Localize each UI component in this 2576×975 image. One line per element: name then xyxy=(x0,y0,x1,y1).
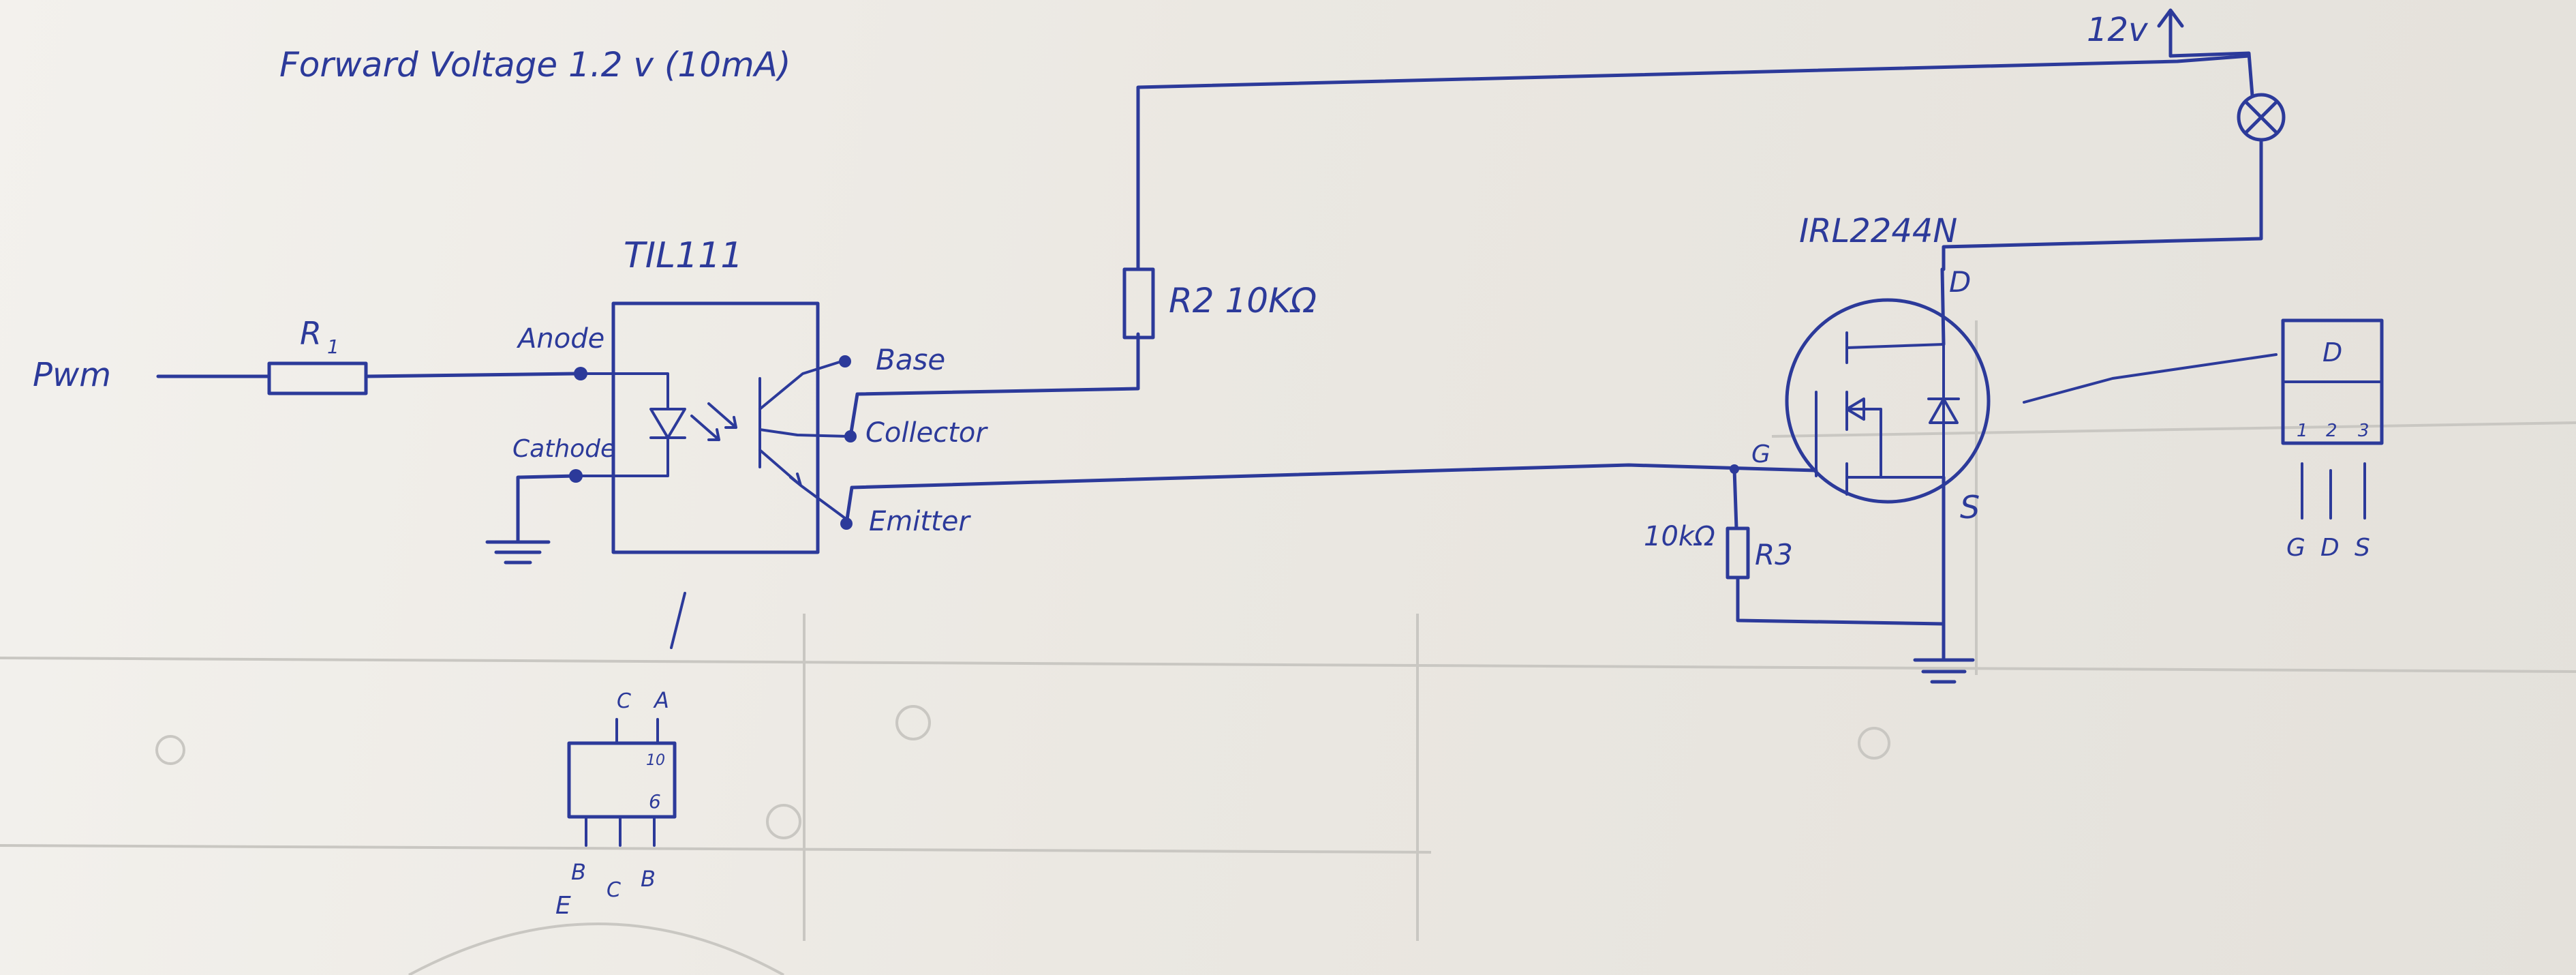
show-through-background xyxy=(0,320,2576,975)
mosfet-part-label: IRL2244N xyxy=(1799,212,1957,250)
to220-pin1: 1 xyxy=(2297,421,2308,441)
ground-symbol-right xyxy=(1913,658,1975,684)
r1-to-anode-wire xyxy=(364,372,578,378)
emitter-to-gate-wire xyxy=(844,463,1818,526)
mosfet-body xyxy=(1785,298,1991,504)
collector-label: Collector xyxy=(865,417,988,449)
source-label: S xyxy=(1960,489,1980,526)
to220-pinout-sketch: D 1 2 3 G D S xyxy=(2281,318,2384,562)
cathode-ground-wire xyxy=(516,474,578,544)
opto-pinout-sketch: C A 10 6 B C B E xyxy=(555,687,677,920)
r2-label: R2 10KΩ xyxy=(1169,281,1317,320)
pinout-package xyxy=(567,741,677,819)
led-cathode-lead xyxy=(574,436,669,477)
pinout-top-a: A xyxy=(653,687,669,713)
r1-subscript: 1 xyxy=(327,335,339,358)
resistor-r3 xyxy=(1726,526,1750,580)
pinout-bottom-b2: B xyxy=(641,866,656,892)
emitter-label: Emitter xyxy=(869,506,971,537)
resistor-r2 xyxy=(1122,267,1155,340)
collector-to-r2-wire xyxy=(848,332,1140,438)
emitter-lead xyxy=(758,449,846,520)
gate-label: G xyxy=(1751,440,1770,468)
base-lead xyxy=(758,360,843,410)
led-symbol xyxy=(649,408,686,439)
base-label: Base xyxy=(876,343,945,376)
supply-wire-top xyxy=(1136,54,2251,271)
mosfet-pinout-leader xyxy=(2023,353,2278,404)
light-arrow-2 xyxy=(707,402,737,429)
drain-label: D xyxy=(1949,265,1971,299)
opto-part-label: TIL111 xyxy=(624,235,743,276)
cathode-label: Cathode xyxy=(512,435,615,463)
drain-lead-top xyxy=(1940,267,1946,346)
pwm-input-label: Pwm xyxy=(33,356,111,394)
led-anode-lead xyxy=(579,372,669,410)
to220-d-label: D xyxy=(2320,534,2340,562)
lamp-cross xyxy=(2243,100,2279,135)
pinout-bottom-b1: B xyxy=(571,859,586,885)
source-channel xyxy=(1845,343,1945,479)
r3-label: R3 xyxy=(1755,538,1793,571)
supply-label: 12v xyxy=(2087,11,2148,49)
body-diode xyxy=(1927,397,1960,424)
pinout-bottom-e: E xyxy=(555,892,571,920)
r1-label: R xyxy=(300,315,322,352)
drain-channel xyxy=(1845,343,1945,349)
to220-tab-label: D xyxy=(2322,338,2342,368)
pinout-pin-10: 10 xyxy=(646,752,665,769)
to220-g-label: G xyxy=(2286,534,2305,562)
to220-pin3: 3 xyxy=(2358,421,2370,441)
to220-pin2: 2 xyxy=(2326,421,2337,441)
r3-top-lead xyxy=(1732,467,1738,530)
pinout-top-c: C xyxy=(617,689,631,713)
anode-label: Anode xyxy=(516,323,604,355)
to220-s-label: S xyxy=(2355,534,2370,562)
opto-pinout-leader xyxy=(670,592,686,649)
r3-value-label: 10kΩ xyxy=(1644,521,1715,552)
r3-bottom-wire xyxy=(1736,575,1946,626)
pinout-pin-6: 6 xyxy=(649,790,661,813)
pinout-bottom-c: C xyxy=(607,878,621,902)
supply-to-lamp-wire xyxy=(2168,51,2254,97)
collector-lead xyxy=(758,428,850,438)
base-pin xyxy=(839,355,851,368)
resistor-r1 xyxy=(267,361,368,395)
ground-symbol-left xyxy=(485,540,551,565)
forward-voltage-note: Forward Voltage 1.2 v (10mA) xyxy=(279,45,791,85)
lamp-to-drain-wire xyxy=(1942,138,2263,271)
light-arrow-1 xyxy=(690,415,720,441)
body-arrow xyxy=(1845,397,1882,479)
supply-arrow xyxy=(2157,8,2184,58)
optocoupler-body xyxy=(611,301,820,554)
